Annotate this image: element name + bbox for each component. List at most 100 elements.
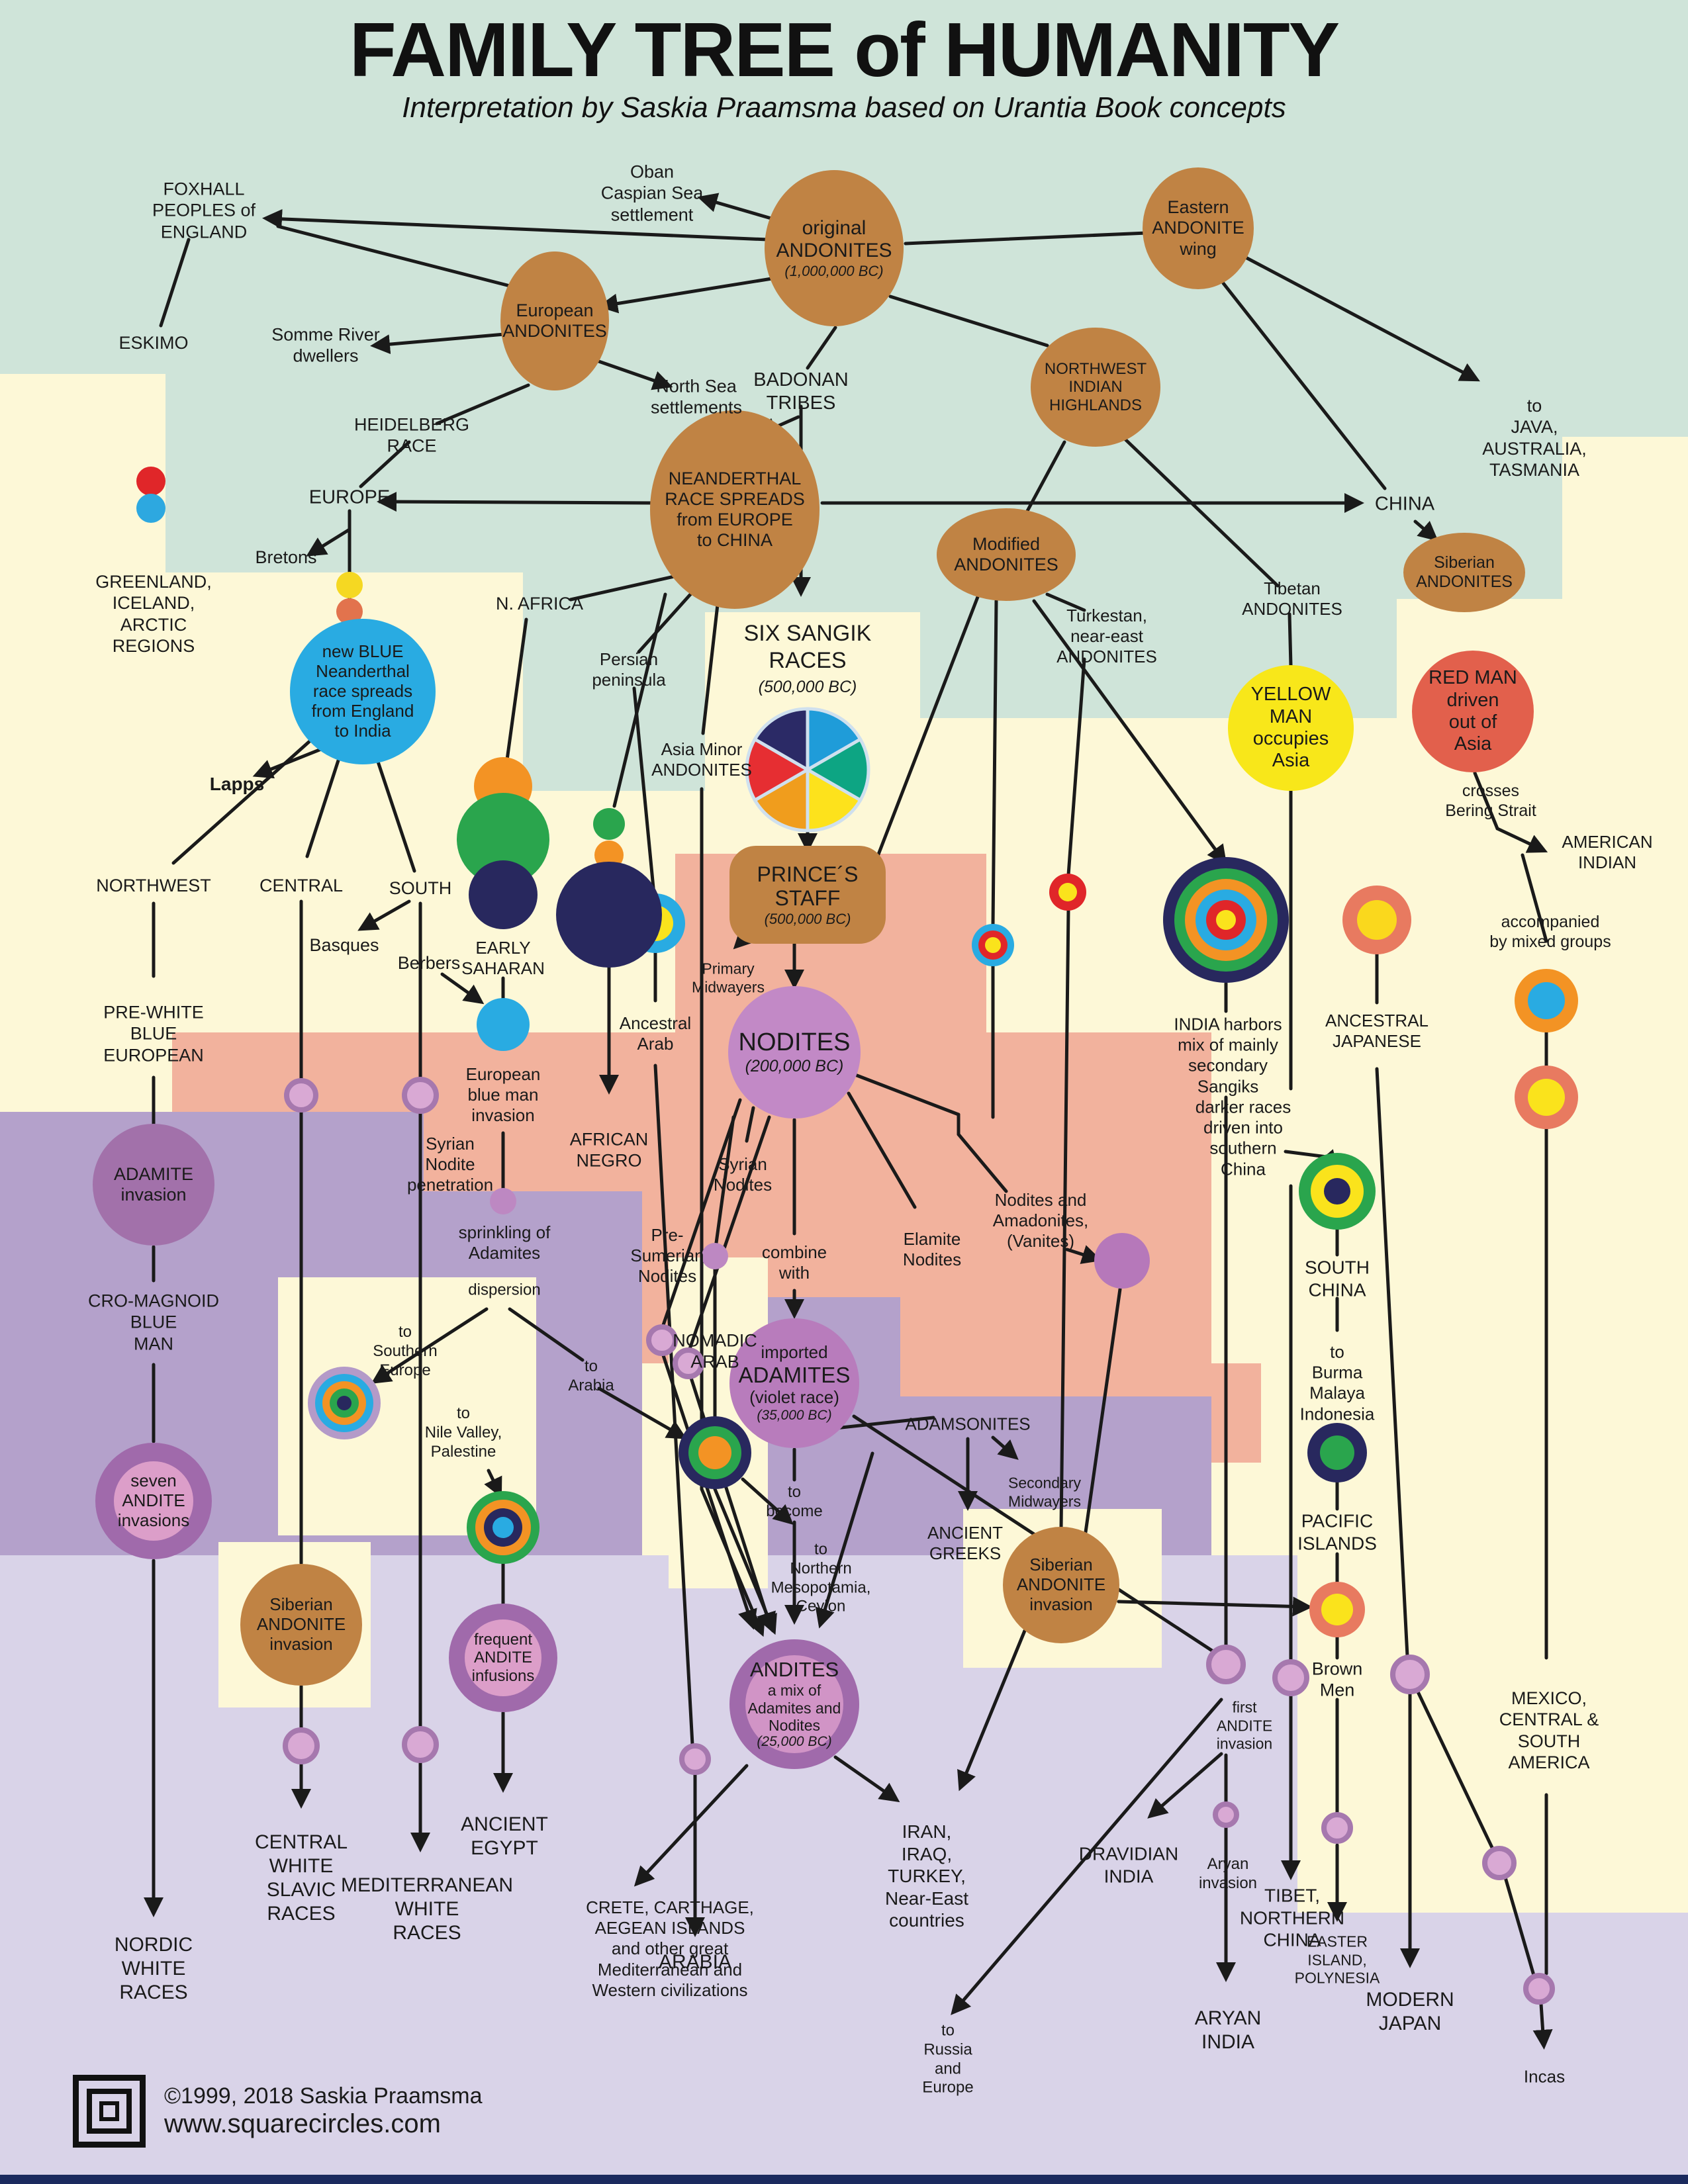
andites-label-2: Adamites and [747, 1699, 841, 1717]
south-china-target [1299, 1153, 1376, 1230]
andites-label-0: ANDITES [749, 1658, 839, 1682]
eastern-andonite-wing-label-2: wing [1180, 238, 1217, 259]
edge-127 [714, 1115, 735, 1245]
south-dot [402, 1077, 439, 1114]
footer: ©1999, 2018 Saskia Praamsma www.squareci… [73, 2075, 483, 2148]
ancestral-arab-label: Ancestral Arab [619, 1013, 692, 1054]
incas-label: Incas [1523, 2066, 1566, 2087]
neanderthal-race-label-2: from EUROPE [677, 510, 793, 529]
edge-99 [1084, 1287, 1122, 1534]
to-burma-label: to Burma Malaya Indonesia [1299, 1342, 1375, 1424]
yellow-man-label-3: Asia [1272, 750, 1310, 772]
copyright-text: ©1999, 2018 Saskia Praamsma [164, 2083, 483, 2109]
darker-races-label: darker races driven into southern China [1195, 1097, 1291, 1179]
edge-38 [171, 738, 313, 865]
adamsonites-label: ADAMSONITES [905, 1414, 1031, 1434]
edge-2 [159, 238, 191, 328]
north-sea-label: North Sea settlements [650, 376, 743, 418]
early-saharan-navy [469, 860, 538, 929]
seven-andite-invasions-label-2: invasions [117, 1510, 190, 1530]
edge-58 [508, 1307, 585, 1362]
european-andonites-label-0: European [516, 300, 594, 320]
aryan-india-label: ARYAN INDIA [1194, 2007, 1262, 2053]
edge-41 [637, 586, 698, 654]
europe-yellow-dot [336, 572, 363, 598]
european-blue-man-label: European blue man invasion [465, 1064, 541, 1126]
burma-circle [1307, 1423, 1367, 1482]
edge-7 [370, 332, 506, 355]
bretons-label: Bretons [255, 547, 317, 567]
india-mix-target [1163, 857, 1289, 983]
edge-6 [888, 295, 1049, 347]
princes-staff-label-0: PRINCE´S [757, 862, 859, 886]
page-subtitle: Interpretation by Saskia Praamsma based … [402, 91, 1286, 124]
edge-4 [904, 231, 1149, 246]
edge-12 [1243, 255, 1480, 382]
edge-5 [806, 326, 837, 370]
edge-22 [1045, 592, 1086, 612]
presumerian-dot-a [646, 1324, 678, 1356]
to-arabia-label: to Arabia [568, 1357, 614, 1394]
basques-label: Basques [309, 934, 379, 955]
cro-magnoid-label: CRO-MAGNOID BLUE MAN [88, 1291, 219, 1354]
edge-129 [713, 1487, 777, 1635]
easter-dot [1321, 1812, 1353, 1844]
red-man-label-3: Asia [1454, 733, 1492, 755]
lapps-label: Lapps [209, 774, 265, 795]
blue-man-invasion-circle [477, 998, 530, 1051]
accompanied-label: accompanied by mixed groups [1489, 913, 1611, 951]
yellow-man-label-2: occupies [1252, 728, 1329, 749]
edge-98 [833, 1755, 900, 1803]
african-navy-circle [556, 862, 662, 968]
page-title: FAMILY TREE of HUMANITY [349, 7, 1340, 93]
edge-92 [815, 1451, 874, 1629]
central-dot [284, 1078, 318, 1113]
mediterranean-dot [402, 1726, 439, 1763]
imported-adamites-label-3: (35,000 BC) [757, 1407, 832, 1423]
bg-lavender-bottomright [1297, 1913, 1688, 2184]
six-sangik-pie-slice-5 [752, 707, 810, 773]
edge-47 [632, 686, 656, 897]
neanderthal-race-label-3: to CHINA [696, 530, 773, 551]
six-sangik-pie-slice-3 [752, 766, 810, 833]
edge-105 [1147, 1752, 1223, 1819]
elamite-nodites-label: Elamite Nodites [902, 1228, 962, 1269]
edge-81 [847, 1091, 917, 1209]
combine-with-label: combine with [761, 1242, 827, 1283]
sprinkling-dot [490, 1188, 516, 1214]
squarecircles-logo-icon [73, 2075, 146, 2148]
mixed-groups-circle-2 [1515, 1066, 1578, 1129]
yellow-man-label-0: YELLOW [1250, 684, 1331, 705]
new-blue-neanderthal-label-1: Neanderthal [316, 661, 410, 682]
edge-82 [853, 1073, 961, 1116]
edge-57 [371, 1307, 489, 1384]
south-china-label: SOUTH CHINA [1305, 1257, 1370, 1300]
badonan-tribes-label: BADONAN TRIBES [753, 369, 849, 414]
princes-staff-label-1: STAFF [774, 886, 841, 911]
eskimo-label: ESKIMO [118, 332, 189, 353]
edge-37 [252, 745, 330, 779]
greenland-label: GREENLAND, ICELAND, ARCTIC REGIONS [95, 572, 212, 657]
edge-10 [435, 383, 530, 426]
northwest-indian-highlands-label-0: NORTHWEST [1044, 359, 1147, 378]
edge-80 [688, 1115, 771, 1351]
vanites-circle [1094, 1233, 1150, 1289]
dispersion-label: dispersion [468, 1281, 541, 1299]
nodites-amadonites-label: Nodites and Amadonites, (Vanites) [992, 1190, 1089, 1251]
edge-101 [1117, 1596, 1313, 1617]
yellow-man-label-1: MAN [1269, 705, 1313, 727]
persian-peninsula-label: Persian peninsula [592, 649, 666, 690]
andites-label-1: a mix of [767, 1682, 821, 1700]
ancient-egypt-label: ANCIENT EGYPT [461, 1813, 548, 1859]
first-andite-invasion-label: first ANDITE invasion [1216, 1698, 1273, 1752]
bg-mint-farright [1562, 374, 1688, 437]
easter-island-label: EASTER ISLAND, POLYNESIA [1294, 1933, 1380, 1987]
bg-cream-rightcol [1297, 1463, 1688, 1913]
edge-79 [661, 1098, 742, 1327]
